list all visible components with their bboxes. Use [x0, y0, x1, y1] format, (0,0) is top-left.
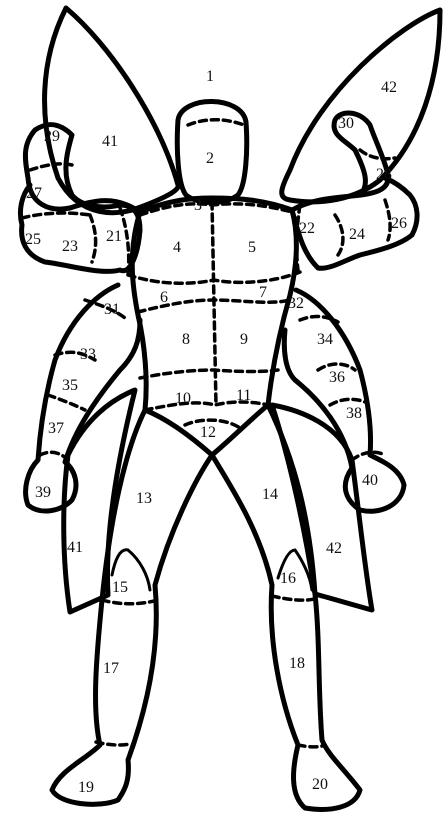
region-label-31: 31: [104, 301, 120, 318]
region-label-18: 18: [289, 655, 305, 672]
region-label-30: 30: [338, 115, 354, 132]
left-forearm-divider-2: [48, 395, 85, 410]
region-label-8: 8: [182, 331, 190, 348]
right-arm-mid-divider: [385, 200, 390, 240]
left-knee-divider: [102, 600, 158, 604]
region-label-42-wing: 42: [381, 79, 397, 96]
region-label-17: 17: [103, 660, 119, 677]
region-label-5: 5: [248, 239, 256, 256]
region-label-12: 12: [200, 424, 216, 441]
region-label-34: 34: [317, 331, 333, 348]
region-label-10: 10: [175, 390, 191, 407]
region-label-6: 6: [160, 289, 168, 306]
region-label-24: 24: [349, 226, 365, 243]
region-label-33: 33: [80, 346, 96, 363]
neck-divider: [188, 120, 244, 125]
region-label-4: 4: [173, 239, 181, 256]
region-label-16: 16: [280, 570, 296, 587]
right-knee-divider: [272, 596, 318, 600]
left-wing-outline: [45, 8, 179, 213]
region-label-22: 22: [299, 220, 315, 237]
region-label-3: 3: [194, 197, 202, 214]
region-label-27: 27: [26, 185, 42, 202]
right-wrist-divider: [360, 150, 395, 159]
left-ankle-divider: [96, 742, 130, 745]
right-ankle-divider: [298, 745, 325, 747]
region-label-38: 38: [346, 405, 362, 422]
region-label-41-lower: 41: [67, 539, 83, 556]
region-label-14: 14: [262, 486, 278, 503]
region-label-9: 9: [240, 331, 248, 348]
region-label-36: 36: [329, 369, 345, 386]
region-label-39: 39: [35, 484, 51, 501]
region-label-2: 2: [206, 150, 214, 167]
region-label-41-wing: 41: [102, 133, 118, 150]
region-label-20: 20: [312, 776, 328, 793]
midline-divider: [212, 202, 216, 405]
left-bicep-divider: [22, 213, 90, 218]
region-label-13: 13: [136, 490, 152, 507]
left-arm-mid-divider: [90, 215, 96, 262]
region-label-35: 35: [62, 377, 78, 394]
right-arm-outline: [292, 113, 417, 268]
region-label-11: 11: [236, 387, 251, 404]
region-label-29: 29: [44, 128, 60, 145]
abdomen-divider: [140, 370, 278, 378]
region-label-19: 19: [78, 779, 94, 796]
region-label-21: 21: [106, 228, 122, 245]
region-label-42-lower: 42: [326, 540, 342, 557]
region-label-1: 1: [206, 68, 214, 85]
region-label-28: 28: [376, 166, 392, 183]
region-label-26: 26: [391, 215, 407, 232]
region-label-40: 40: [362, 472, 378, 489]
region-label-32: 32: [288, 295, 304, 312]
region-label-23: 23: [62, 238, 78, 255]
region-label-15: 15: [112, 579, 128, 596]
right-leg-outline: [212, 405, 360, 809]
right-bicep-divider: [335, 215, 343, 255]
region-label-25: 25: [25, 231, 41, 248]
right-wing-outline: [282, 10, 440, 202]
region-label-7: 7: [259, 284, 267, 301]
region-label-37: 37: [48, 420, 64, 437]
